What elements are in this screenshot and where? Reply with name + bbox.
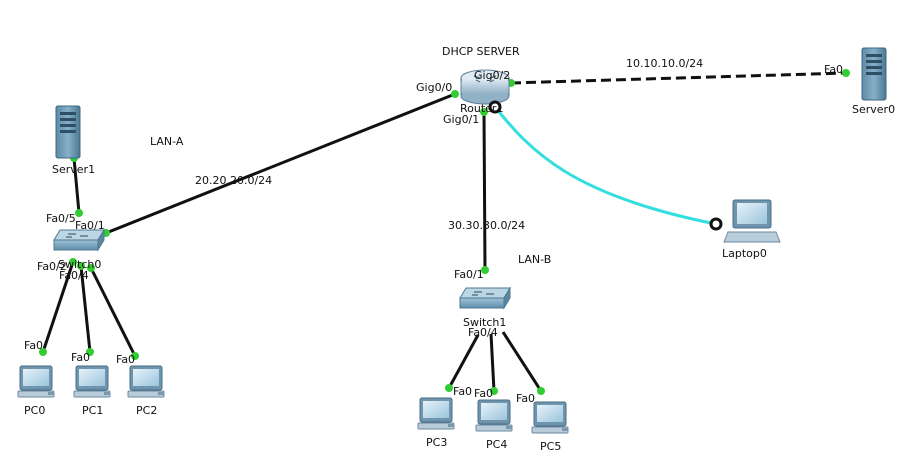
network-label-30: 30.30.30.0/24 bbox=[448, 219, 525, 232]
device-label-router: Router1 bbox=[460, 102, 503, 115]
link-router-laptop0-console[interactable] bbox=[493, 106, 717, 226]
device-label-pc2: PC2 bbox=[136, 404, 157, 417]
device-label-server1: Server1 bbox=[52, 163, 95, 176]
port-indicator bbox=[87, 264, 95, 272]
pc0-icon[interactable] bbox=[17, 365, 55, 398]
port-indicator bbox=[75, 209, 83, 217]
device-label-pc0: PC0 bbox=[24, 404, 45, 417]
device-label-pc5: PC5 bbox=[540, 440, 561, 453]
port-indicator bbox=[480, 108, 488, 116]
port-indicator bbox=[481, 266, 489, 274]
console-connector bbox=[488, 100, 502, 114]
port-label-pc1-fa0: Fa0 bbox=[71, 351, 90, 364]
network-label-10: 10.10.10.0/24 bbox=[626, 57, 703, 70]
port-label-sw1-fa0-4: Fa0/4 bbox=[468, 326, 498, 339]
link-router-switch0[interactable] bbox=[105, 92, 456, 235]
port-label-gig0-0: Gig0/0 bbox=[416, 81, 452, 94]
port-label-pc0-fa0: Fa0 bbox=[24, 339, 43, 352]
device-label-pc1: PC1 bbox=[82, 404, 103, 417]
port-label-sw0-fa0-4: Fa0/4 bbox=[59, 269, 89, 282]
pc4-icon[interactable] bbox=[475, 399, 513, 432]
console-connector bbox=[709, 217, 723, 231]
port-label-pc2-fa0: Fa0 bbox=[116, 353, 135, 366]
port-indicator bbox=[451, 90, 459, 98]
dhcp-server-note: DHCP SERVER bbox=[442, 45, 520, 58]
link-router-server0[interactable] bbox=[510, 71, 847, 85]
link-switch1-pc3[interactable] bbox=[447, 334, 480, 389]
server1-icon[interactable] bbox=[55, 105, 81, 159]
links bbox=[41, 71, 847, 392]
pc1-icon[interactable] bbox=[73, 365, 111, 398]
switch0-icon[interactable] bbox=[53, 229, 105, 251]
link-switch0-pc0[interactable] bbox=[41, 261, 75, 353]
link-switch0-pc2[interactable] bbox=[89, 267, 137, 357]
port-label-sw1-fa0-1: Fa0/1 bbox=[454, 268, 484, 281]
port-label-sw0-fa0-1: Fa0/1 bbox=[75, 219, 105, 232]
laptop0-icon[interactable] bbox=[723, 199, 781, 243]
port-indicator bbox=[842, 69, 850, 77]
network-label-20: 20.20.20.0/24 bbox=[195, 174, 272, 187]
port-indicator bbox=[39, 348, 47, 356]
port-label-sw0-fa0-5: Fa0/5 bbox=[46, 212, 76, 225]
pc3-icon[interactable] bbox=[417, 397, 455, 430]
port-indicator bbox=[86, 348, 94, 356]
port-label-pc3-fa0: Fa0 bbox=[453, 385, 472, 398]
link-switch1-pc5[interactable] bbox=[501, 331, 543, 392]
port-label-sw0-fa0-2: Fa0/2 bbox=[37, 260, 67, 273]
port-indicator bbox=[490, 387, 498, 395]
link-switch0-pc1[interactable] bbox=[79, 265, 92, 353]
link-server1-switch0[interactable] bbox=[72, 157, 81, 214]
link-router-switch1[interactable] bbox=[482, 111, 487, 271]
router-icon[interactable] bbox=[460, 69, 510, 105]
port-indicator bbox=[445, 384, 453, 392]
device-label-pc3: PC3 bbox=[426, 436, 447, 449]
pc5-icon[interactable] bbox=[531, 401, 569, 434]
port-label-pc4-fa0: Fa0 bbox=[474, 387, 493, 400]
port-indicator bbox=[69, 258, 77, 266]
port-label-pc5-fa0: Fa0 bbox=[516, 392, 535, 405]
pc2-icon[interactable] bbox=[127, 365, 165, 398]
server0-icon[interactable] bbox=[861, 47, 887, 101]
switch1-icon[interactable] bbox=[459, 287, 511, 309]
port-indicator bbox=[537, 387, 545, 395]
link-switch1-pc4[interactable] bbox=[489, 333, 496, 392]
device-label-switch0: Switch0 bbox=[58, 258, 101, 271]
port-label-server0-fa0: Fa0 bbox=[824, 63, 843, 76]
port-indicator bbox=[77, 262, 85, 270]
lan-b-note: LAN-B bbox=[518, 253, 551, 266]
device-label-laptop0: Laptop0 bbox=[722, 247, 767, 260]
device-label-pc4: PC4 bbox=[486, 438, 507, 451]
port-label-gig0-2: Gig0/2 bbox=[474, 69, 510, 82]
port-indicator bbox=[131, 352, 139, 360]
device-label-server0: Server0 bbox=[852, 103, 895, 116]
lan-a-note: LAN-A bbox=[150, 135, 184, 148]
device-label-switch1: Switch1 bbox=[463, 316, 506, 329]
port-label-gig0-1: Gig0/1 bbox=[443, 113, 479, 126]
